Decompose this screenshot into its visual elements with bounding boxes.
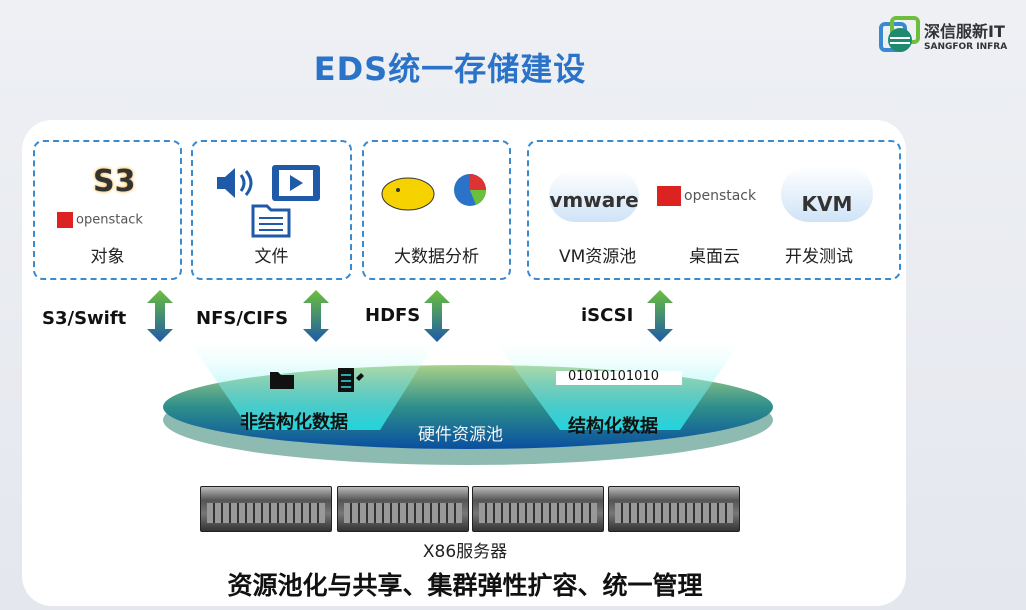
- protocol-label: HDFS: [365, 305, 421, 326]
- server-image: [472, 486, 604, 532]
- logo-icon: [879, 16, 920, 52]
- servers-label: X86服务器: [422, 542, 508, 562]
- vmware-icon: vmware: [549, 170, 639, 222]
- binary-text: 01010101010: [568, 369, 659, 384]
- protocol-label: S3/Swift: [42, 308, 127, 329]
- binary-strip: [556, 371, 682, 385]
- database-edit-icon: [338, 368, 364, 392]
- box-label: 对象: [90, 247, 125, 267]
- object-storage-box: S3 openstack 对象: [33, 140, 182, 280]
- box-label: 开发测试: [785, 247, 853, 267]
- box-label: 大数据分析: [394, 247, 479, 267]
- speaker-icon: [217, 168, 253, 198]
- hadoop-elephant-icon: [381, 177, 435, 211]
- server-image: [200, 486, 332, 532]
- openstack-icon: openstack: [57, 212, 143, 228]
- video-icon: [272, 165, 320, 201]
- arrow-iscsi: [647, 290, 673, 342]
- protocol-label: iSCSI: [581, 305, 634, 326]
- arrow-nfs: [303, 290, 329, 342]
- arrow-hdfs: [424, 290, 450, 342]
- server-image: [337, 486, 469, 532]
- box-label: 文件: [254, 247, 289, 267]
- file-storage-box: 文件: [191, 140, 352, 280]
- document-icon: [251, 204, 291, 238]
- server-image: [608, 486, 740, 532]
- structured-label: 结构化数据: [568, 416, 658, 437]
- pie-chart-icon: [454, 174, 487, 206]
- hardware-pool-label: 硬件资源池: [418, 425, 503, 445]
- arrow-s3: [147, 290, 173, 342]
- sangfor-logo: 深信服新IT SANGFOR INFRA: [878, 14, 1018, 64]
- openstack-icon: openstack: [657, 186, 756, 206]
- bigdata-box: 大数据分析: [362, 140, 511, 280]
- s3-icon: S3: [93, 164, 136, 199]
- unstructured-cone: [185, 335, 440, 430]
- protocol-label: NFS/CIFS: [196, 308, 289, 329]
- footer-slogan: 资源池化与共享、集群弹性扩容、统一管理: [227, 571, 703, 600]
- block-storage-box: vmware openstack KVM VM资源池 桌面云 开发测试: [527, 140, 901, 280]
- box-label: VM资源池: [559, 247, 637, 267]
- box-label: 桌面云: [689, 247, 740, 267]
- kvm-icon: KVM: [781, 166, 873, 222]
- unstructured-label: 非结构化数据: [240, 412, 348, 433]
- page-title: EDS统一存储建设: [313, 50, 587, 88]
- folder-icon: [270, 372, 294, 389]
